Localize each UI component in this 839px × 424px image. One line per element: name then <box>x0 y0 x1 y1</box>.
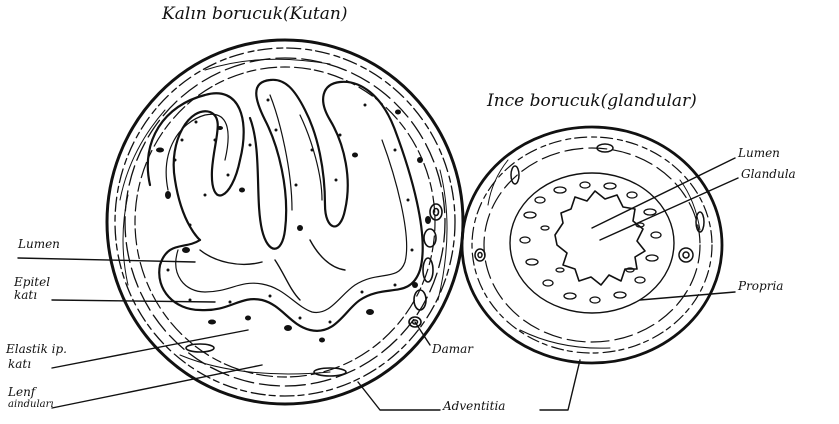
elastic-layer-blobs <box>156 110 431 343</box>
elastik-label-line1: Elastik ip. <box>6 343 67 356</box>
elastik-label-line2: katı <box>8 358 31 371</box>
epitel-label-line2: katı <box>14 289 37 302</box>
propria-label: Propria <box>738 280 783 293</box>
thin-tube-title: Ince borucuk(glandular) <box>487 93 697 111</box>
lumen-left-label: Lumen <box>18 238 60 251</box>
glands <box>520 182 661 303</box>
adventitia-label: Adventitia <box>443 400 505 413</box>
glandula-label: Glandula <box>741 168 796 181</box>
epithelium-folds <box>148 80 423 331</box>
glandular-lumen <box>555 191 645 285</box>
damar-label: Damar <box>432 343 473 356</box>
thick-tube-vessels <box>186 204 442 376</box>
thick-tube-title: Kalın borucuk(Kutan) <box>162 6 347 24</box>
lumen-right-label: Lumen <box>738 147 780 160</box>
thin-tube <box>462 127 722 363</box>
thin-tube-outer-wall <box>462 127 722 363</box>
epithelium-stipple <box>167 99 414 324</box>
lenf-label-line2: ainduları <box>8 400 54 411</box>
lenf-label-line1: Lenf <box>8 386 35 399</box>
thick-tube <box>107 40 463 404</box>
epitel-label-line1: Epitel <box>14 276 50 289</box>
